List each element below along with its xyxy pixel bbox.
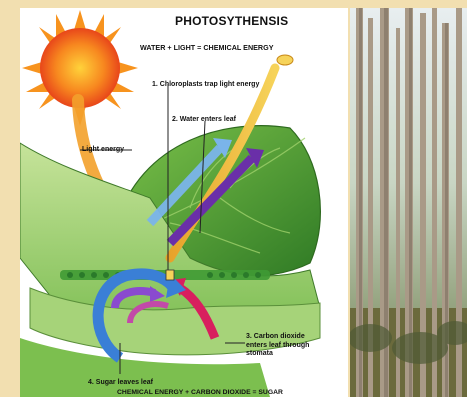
label-step1: 1. Chloroplasts trap light energy [152,81,259,90]
equation-top: WATER + LIGHT = CHEMICAL ENERGY [140,43,274,52]
label-step2: 2. Water enters leaf [172,116,236,125]
label-step3: 3. Carbon dioxide enters leaf through st… [246,333,309,359]
photosynthesis-illustration: PHOTOSYTHENSIS WATER + LIGHT = CHEMICAL … [20,8,348,397]
label-step4: 4. Sugar leaves leaf [88,379,153,388]
equation-bottom: CHEMICAL ENERGY + CARBON DIOXIDE = SUGAR [117,389,283,396]
diagram-title: PHOTOSYTHENSIS [175,14,288,28]
forest-photo [350,8,467,397]
chloroplast-marker [166,270,174,280]
label-light-energy: Light energy [82,146,124,155]
